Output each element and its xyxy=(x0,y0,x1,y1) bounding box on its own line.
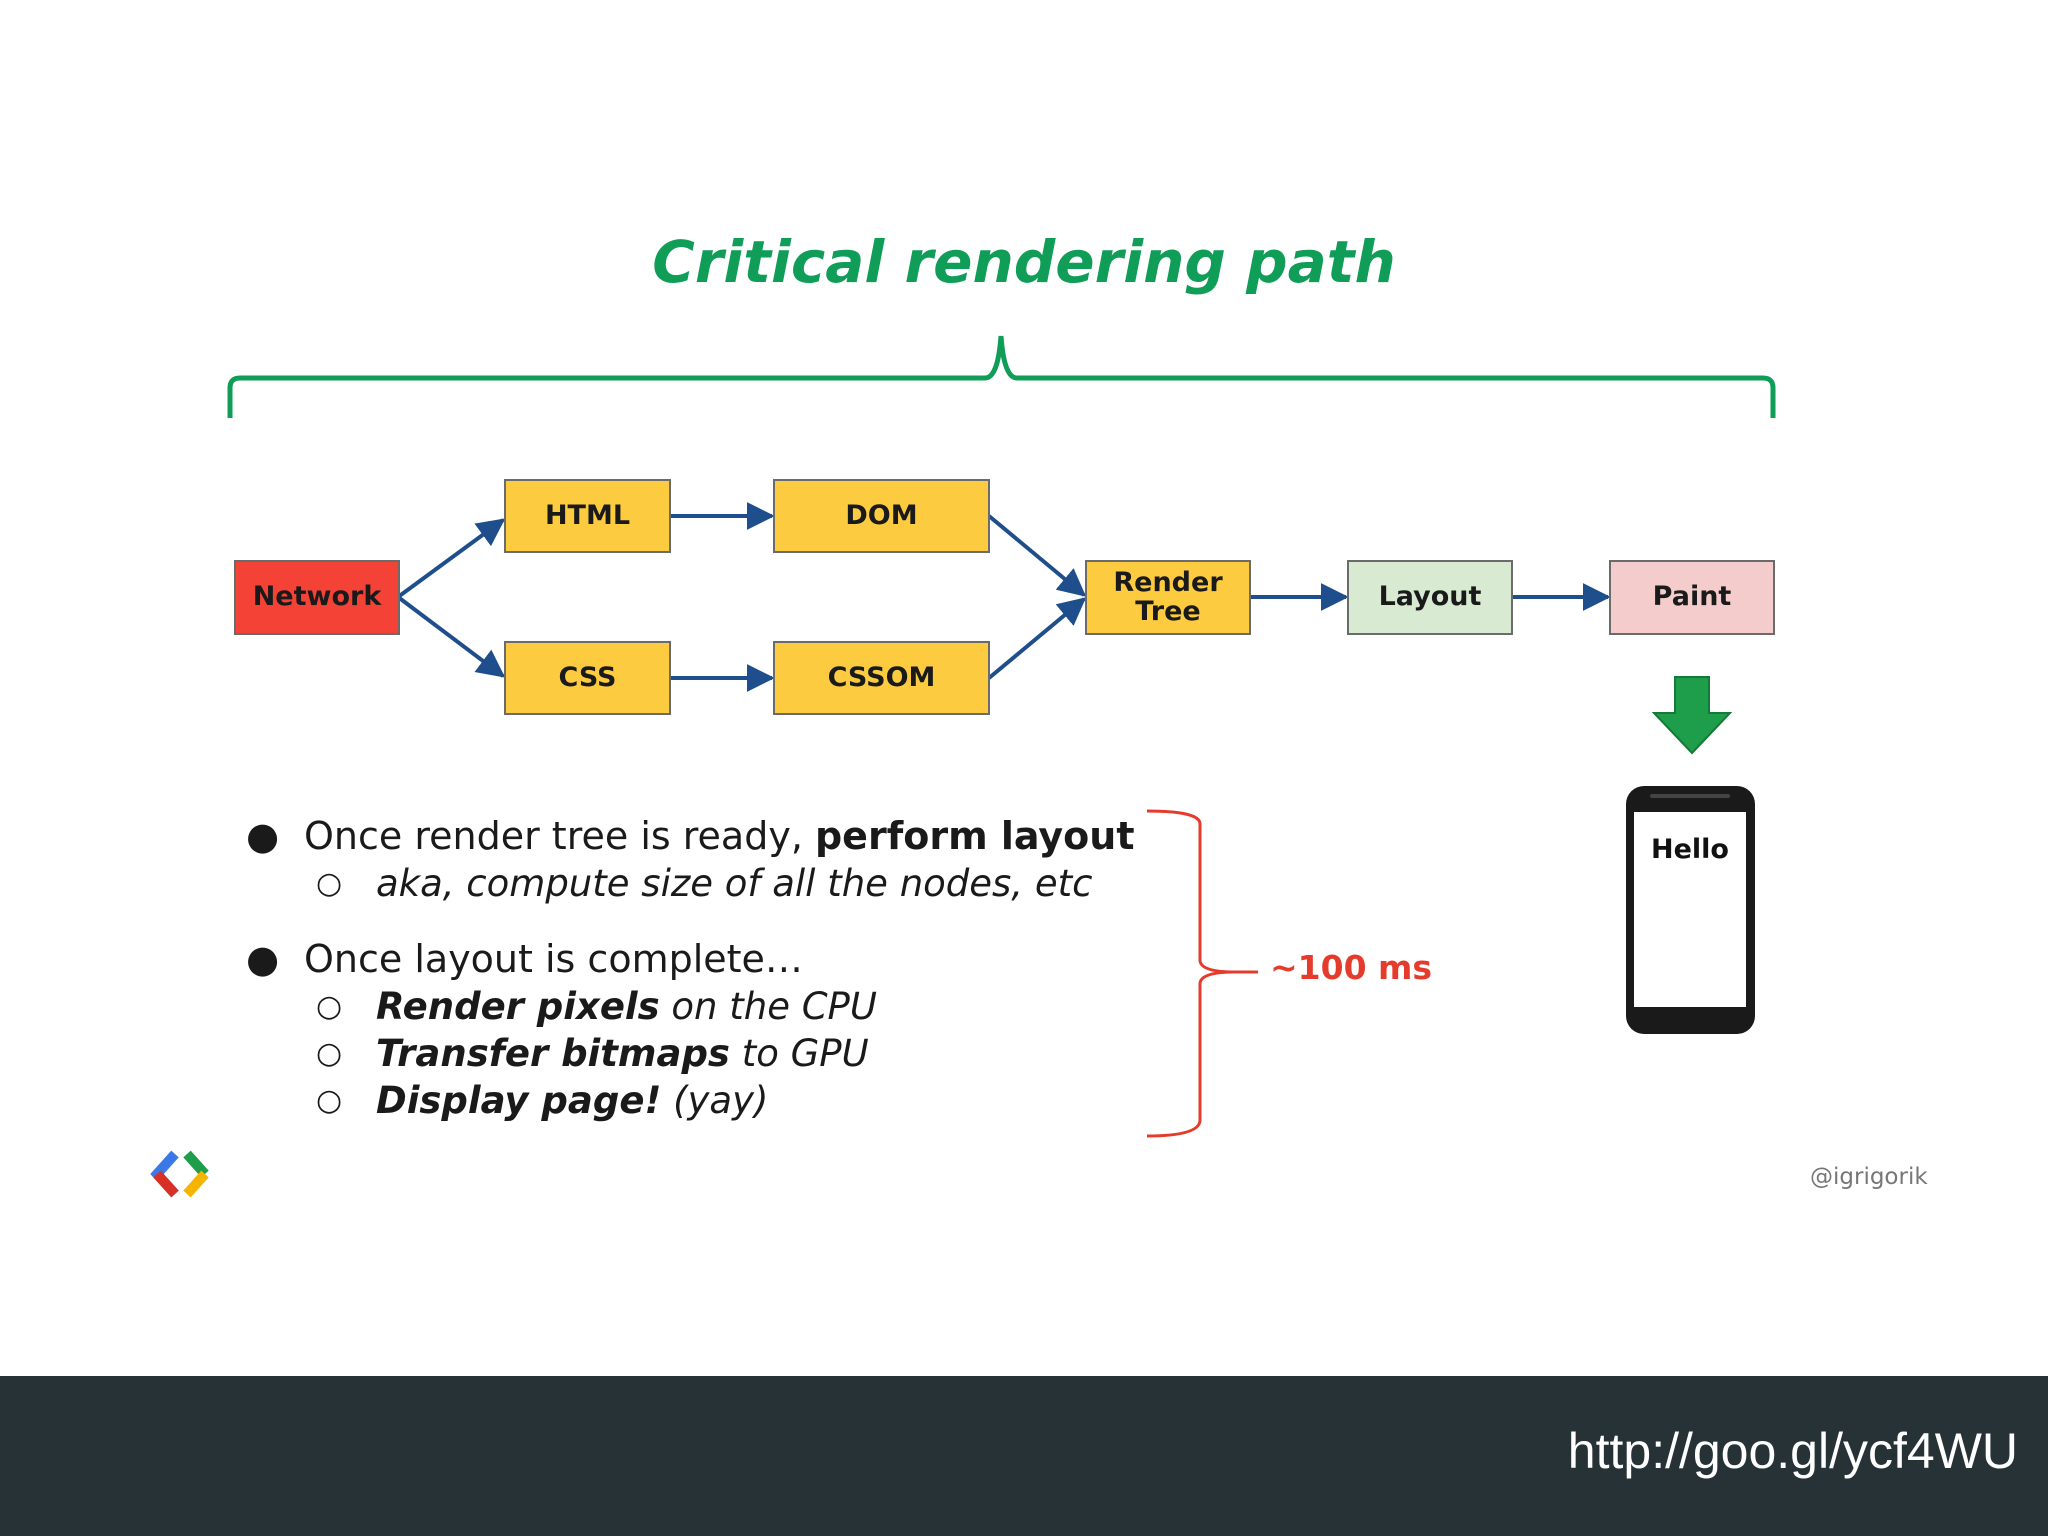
sub-bullet-circle-icon: ○ xyxy=(316,1036,343,1071)
arrow-dom-rendertree xyxy=(987,514,1087,597)
google-developers-logo-icon xyxy=(150,1150,209,1198)
node-dom: DOM xyxy=(773,479,990,553)
phone-screen-text: Hello xyxy=(1651,834,1729,865)
node-network: Network xyxy=(234,560,400,635)
bullet-2-sub-2-text: to GPU xyxy=(729,1032,869,1075)
arrow-cssom-rendertree xyxy=(987,597,1087,680)
node-render-tree: Render Tree xyxy=(1085,560,1251,635)
bullet-2-sub-1-bold: Render pixels xyxy=(376,985,660,1028)
sub-bullet-circle-icon: ○ xyxy=(316,1083,343,1118)
node-paint: Paint xyxy=(1609,560,1775,635)
node-html: HTML xyxy=(504,479,671,553)
bullet-1-text: Once render tree is ready, xyxy=(304,814,815,858)
bullet-list: ● Once render tree is ready, perform layo… xyxy=(240,812,1140,1124)
node-css: CSS xyxy=(504,641,671,715)
author-handle: @igrigorik xyxy=(1810,1164,1928,1190)
node-cssom-label: CSSOM xyxy=(827,661,936,693)
bullet-2-sub-3-bold: Display page! xyxy=(376,1079,662,1122)
phone-icon xyxy=(1626,786,1755,1034)
node-layout-label: Layout xyxy=(1378,581,1482,613)
node-paint-label: Paint xyxy=(1652,581,1732,613)
bullet-2-text: Once layout is complete… xyxy=(304,937,803,981)
node-network-label: Network xyxy=(252,581,382,613)
bullet-item-1: ● Once render tree is ready, perform layo… xyxy=(240,812,1140,860)
bullet-item-2: ● Once layout is complete… xyxy=(240,935,1140,983)
bullet-2-sub-2-bold: Transfer bitmaps xyxy=(376,1032,730,1075)
bullet-1-bold: perform layout xyxy=(814,814,1135,858)
node-css-label: CSS xyxy=(558,661,617,693)
bullet-1-sub-text: aka, compute size of all the nodes, etc xyxy=(376,862,1093,905)
bullet-2-sub-1-text: on the CPU xyxy=(659,985,877,1028)
node-render-tree-label: Render Tree xyxy=(1113,567,1223,627)
arrow-network-css xyxy=(396,595,506,678)
diagram-canvas xyxy=(150,335,1776,1198)
bullet-2-sub-3-text: (yay) xyxy=(661,1079,769,1122)
bullet-item-2-sub-3: ○ Display page! (yay) xyxy=(240,1077,1140,1124)
bullet-item-2-sub-2: ○ Transfer bitmaps to GPU xyxy=(240,1030,1140,1077)
timing-label: ~100 ms xyxy=(1270,948,1433,987)
bullet-item-2-sub-1: ○ Render pixels on the CPU xyxy=(240,983,1140,1030)
slide-title: Critical rendering path xyxy=(652,228,1396,296)
sub-bullet-circle-icon: ○ xyxy=(316,989,343,1024)
node-dom-label: DOM xyxy=(845,499,918,531)
bullet-dot-icon: ● xyxy=(246,814,280,858)
timing-bracket xyxy=(1146,809,1258,1138)
node-cssom: CSSOM xyxy=(773,641,990,715)
footer-bar: http://goo.gl/ycf4WU xyxy=(0,1376,2048,1536)
bullet-item-1-sub: ○ aka, compute size of all the nodes, etc xyxy=(240,860,1140,907)
down-arrow-icon xyxy=(1651,676,1733,755)
footer-url-link[interactable]: http://goo.gl/ycf4WU xyxy=(1567,1423,2018,1479)
node-layout: Layout xyxy=(1347,560,1513,635)
sub-bullet-circle-icon: ○ xyxy=(316,866,343,901)
node-html-label: HTML xyxy=(544,499,631,531)
arrow-network-html xyxy=(396,518,506,599)
pipeline-brace xyxy=(227,335,1776,418)
bullet-dot-icon: ● xyxy=(246,937,280,981)
slide: Critical rendering path xyxy=(150,228,1928,1198)
